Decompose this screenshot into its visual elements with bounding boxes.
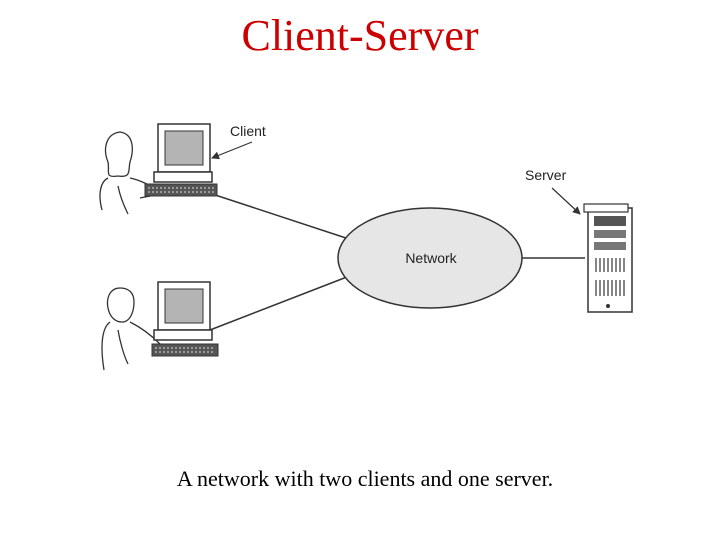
client-monitor-icon [151, 281, 219, 357]
client1-network-link [199, 189, 353, 241]
network-label: Network [405, 250, 457, 266]
network-cloud-icon [337, 207, 523, 309]
server-label-arrow [551, 187, 581, 215]
slide-caption: A network with two clients and one serve… [176, 466, 554, 491]
server-label: Server [525, 167, 567, 183]
server-tower-icon [583, 203, 633, 313]
client-label-arrow [211, 141, 253, 160]
client-monitor-icon [144, 123, 218, 197]
client-label: Client [230, 123, 266, 139]
client2-network-link [209, 274, 353, 331]
slide-title: Client-Server [241, 11, 479, 60]
client-user-icon [101, 287, 161, 371]
